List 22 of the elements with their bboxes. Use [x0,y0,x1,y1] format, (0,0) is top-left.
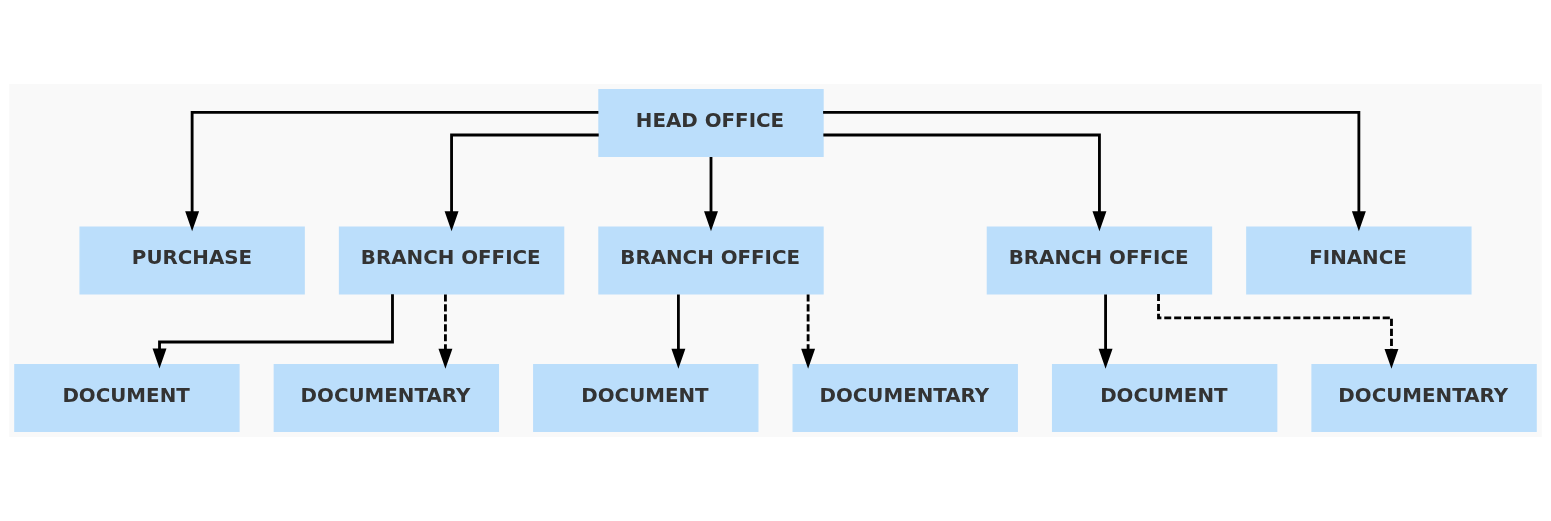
node-box: FINANCE [1246,226,1472,295]
node-box: BRANCH OFFICE [338,226,565,295]
arrow [801,294,816,369]
arrow [438,294,453,369]
node-box: HEAD OFFICE [598,88,824,157]
arrow [823,110,1366,232]
node-box: DOCUMENTARY [792,364,1018,433]
arrow [1098,294,1113,369]
node-box: DOCUMENTARY [1311,364,1537,433]
node-box: DOCUMENT [533,364,759,433]
arrow [823,133,1107,232]
node-box: DOCUMENT [14,364,240,433]
arrow [185,110,599,232]
node-box: DOCUMENT [1051,364,1278,433]
node-box: BRANCH OFFICE [598,226,824,295]
arrow [704,157,718,232]
arrow [152,294,394,369]
node-box: BRANCH OFFICE [986,226,1213,295]
arrow [444,133,599,232]
node-box: PURCHASE [79,226,305,295]
node-box: DOCUMENTARY [273,364,500,433]
arrow [671,294,686,369]
